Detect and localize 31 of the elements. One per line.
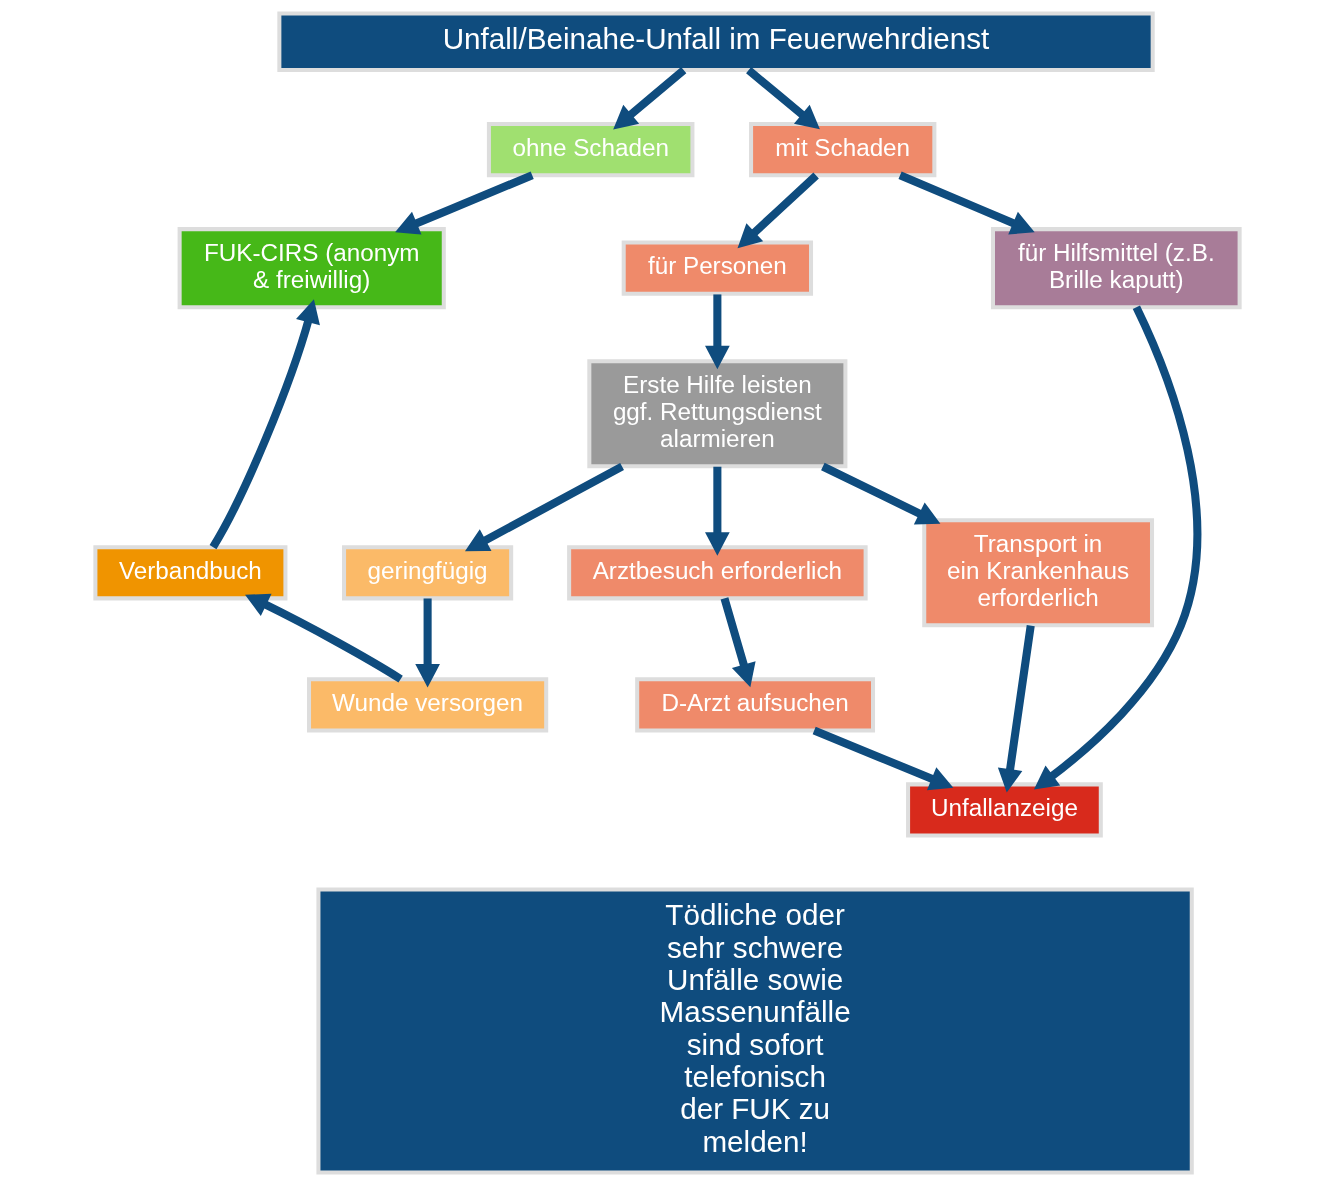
node-box: Wunde versorgen (306, 677, 548, 733)
node-box: geringfügig (341, 545, 513, 601)
arrow (209, 299, 320, 550)
arrow (745, 67, 820, 130)
node-box: Unfall/Beinahe-Unfall im Feuerwehrdienst (276, 11, 1155, 73)
arrow (898, 171, 1035, 235)
node-box: für Hilfsmittel (z.B. Brille kaputt) (990, 227, 1242, 310)
node-box: Transport in ein Krankenhaus erforderlich (921, 518, 1154, 628)
arrow (394, 171, 534, 235)
node-box: für Personen (621, 240, 813, 296)
arrow (820, 462, 940, 525)
node-box: Erste Hilfe leisten ggf. Rettungsdienst alarmieren (586, 359, 847, 469)
arrow (997, 625, 1035, 793)
node-box: ohne Schaden (486, 121, 694, 178)
node-box: Verbandbuch (92, 545, 287, 601)
node-box: Unfallanzeige (905, 782, 1103, 838)
node-box: mit Schaden (748, 121, 936, 178)
node-box: FUK-CIRS (anonym & freiwillig) (177, 227, 446, 310)
arrow (244, 593, 403, 683)
arrow (612, 67, 686, 130)
arrow (464, 462, 624, 552)
arrow (737, 172, 819, 249)
arrow (812, 726, 953, 791)
arrow (414, 598, 440, 688)
arrow (704, 294, 730, 370)
node-box: D-Arzt aufsuchen (634, 677, 875, 733)
arrow (704, 466, 730, 556)
node-box: Arztbesuch erforderlich (566, 545, 868, 601)
arrow (1033, 305, 1201, 790)
arrow (720, 597, 756, 688)
node-box: Tödliche oder sehr schwere Unfälle sowie Massenunfälle sind sofort telefonisch der FUK zu melden! (315, 887, 1194, 1175)
